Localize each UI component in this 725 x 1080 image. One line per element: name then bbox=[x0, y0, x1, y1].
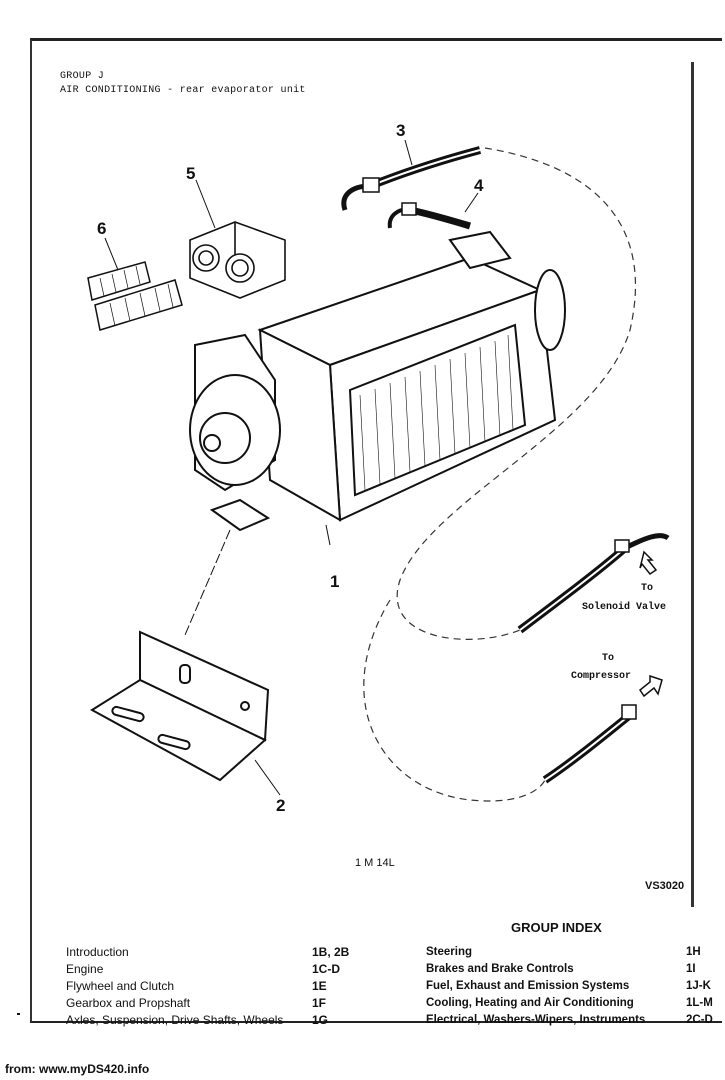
arrow-compressor bbox=[638, 674, 663, 698]
right-rule bbox=[691, 62, 694, 907]
evaporator-unit-1 bbox=[189, 230, 566, 532]
bracket-leader bbox=[184, 529, 231, 636]
callout-3: 3 bbox=[396, 121, 405, 140]
drawing-ref: VS3020 bbox=[645, 880, 685, 892]
figure-code: 1 M 14L bbox=[355, 857, 395, 869]
callout-6: 6 bbox=[97, 219, 106, 238]
note-to-compressor: To bbox=[602, 653, 614, 664]
group-index-title: GROUP INDEX bbox=[511, 920, 602, 935]
note-to-solenoid: To bbox=[641, 583, 653, 594]
section-header: AIR CONDITIONING - rear evaporator unit bbox=[60, 85, 306, 96]
hose-4 bbox=[387, 202, 472, 230]
bracket-2 bbox=[90, 630, 270, 782]
page-mark bbox=[17, 1013, 20, 1015]
note-compressor: Compressor bbox=[571, 671, 631, 682]
pipe-compressor bbox=[542, 704, 637, 784]
end-cap-5 bbox=[189, 221, 286, 299]
exploded-diagram: 1 2 3 4 5 6 To Solenoid Valve To Compres… bbox=[87, 121, 670, 815]
arrow-solenoid bbox=[639, 550, 658, 576]
callout-2: 2 bbox=[276, 796, 285, 815]
callout-4: 4 bbox=[474, 176, 484, 195]
note-solenoid-valve: Solenoid Valve bbox=[582, 601, 666, 613]
page-frame bbox=[30, 38, 722, 1023]
group-header: GROUP J bbox=[60, 71, 105, 82]
ducts-6 bbox=[87, 261, 183, 331]
hose-3 bbox=[341, 146, 482, 211]
source-footer[interactable]: from: www.myDS420.info bbox=[5, 1062, 150, 1076]
callout-5: 5 bbox=[186, 164, 195, 183]
routing-dashed-line bbox=[396, 147, 636, 640]
pipe-solenoid bbox=[517, 533, 670, 634]
routing-dashed-line-lower bbox=[363, 599, 546, 802]
callout-1: 1 bbox=[330, 572, 339, 591]
